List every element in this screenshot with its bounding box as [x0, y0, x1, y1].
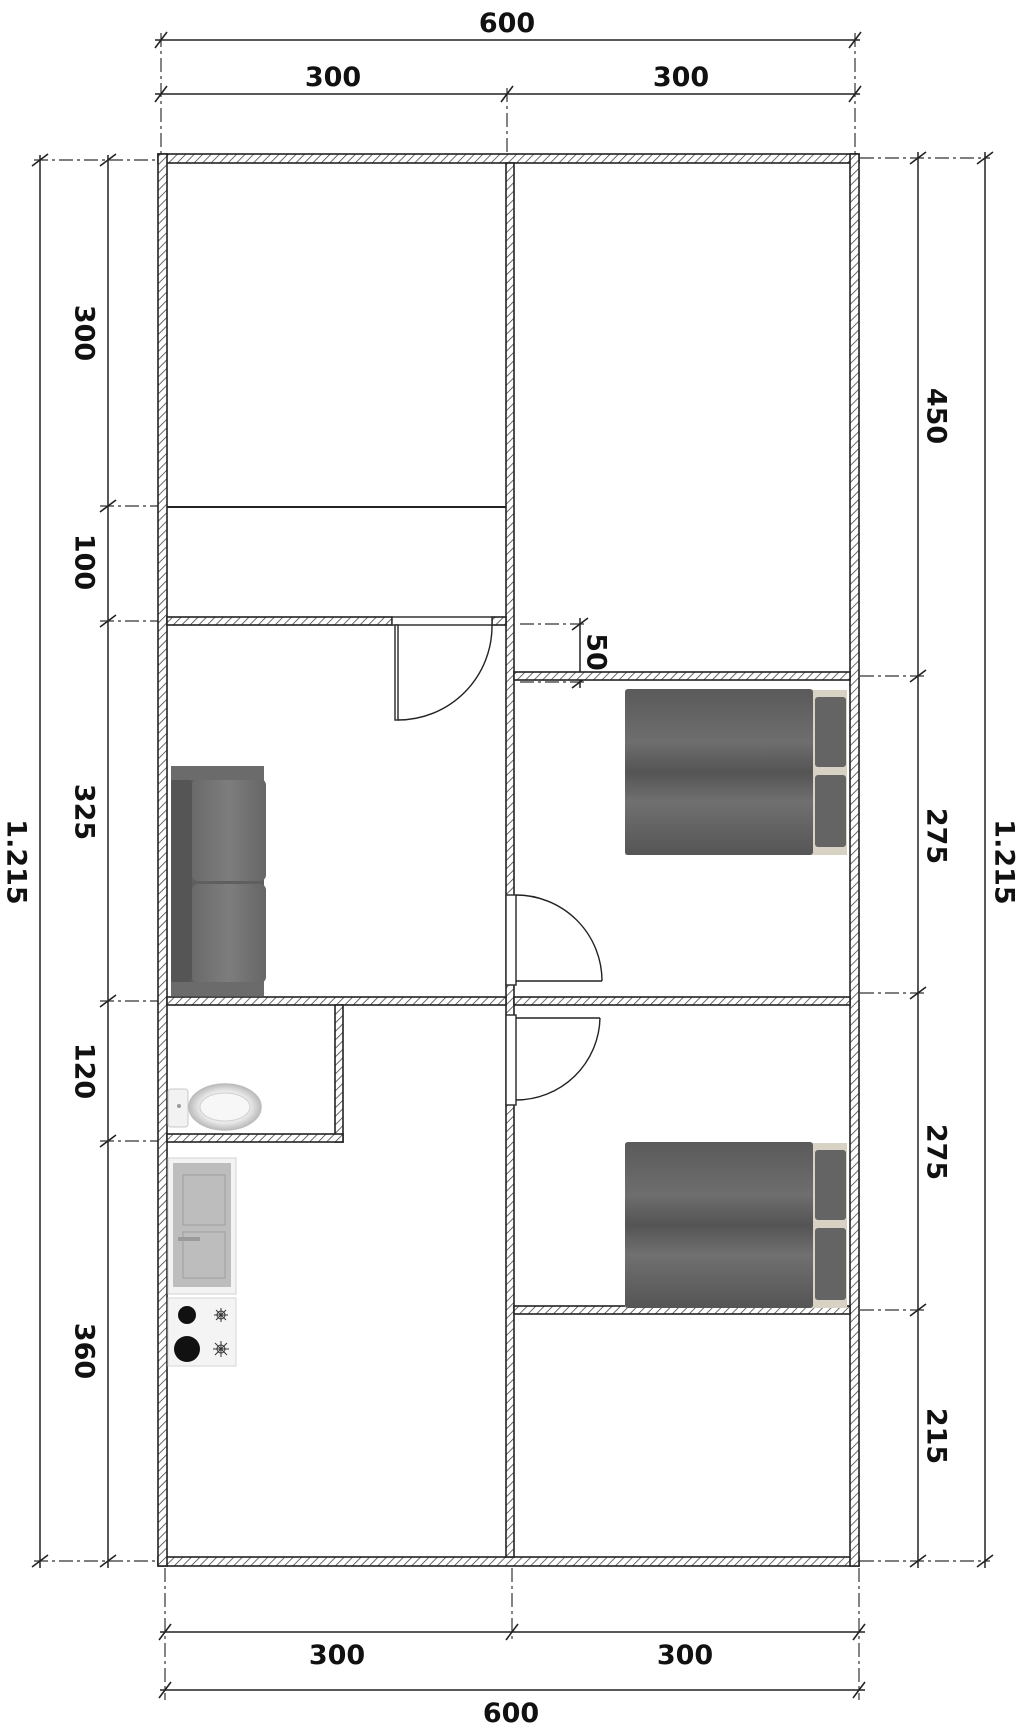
wall-left-h2 [166, 996, 507, 1006]
dim-top-total: 600 [479, 8, 535, 39]
bed-icon [625, 1142, 847, 1308]
door-leaf-1 [391, 616, 493, 626]
wall-left-h1 [166, 616, 393, 626]
walls [157, 153, 860, 1567]
wall-right-h2 [513, 996, 851, 1006]
dim-top-right: 300 [653, 62, 709, 93]
dim-left-325: 325 [69, 784, 100, 840]
wall-right-h1 [513, 671, 851, 681]
dim-right-275-a: 275 [921, 808, 952, 864]
dim-top-left: 300 [305, 62, 361, 93]
dim-right-215: 215 [921, 1408, 952, 1464]
dim-step-50: 50 [581, 633, 612, 671]
dim-right-total: 1.215 [989, 819, 1020, 904]
door-leaf-3 [505, 1014, 517, 1106]
wall-center [505, 162, 515, 1558]
dim-right-450: 450 [921, 388, 952, 444]
dim-left-120: 120 [69, 1043, 100, 1099]
wall-top [157, 153, 860, 164]
dim-left-100: 100 [69, 534, 100, 590]
door-icon [391, 616, 603, 1106]
bed-icon [625, 689, 847, 855]
wall-right [849, 153, 860, 1567]
dim-bottom-right: 300 [657, 1640, 713, 1671]
stove-icon [167, 1297, 237, 1367]
dim-bottom-total: 600 [483, 1698, 539, 1729]
toilet-icon [167, 1083, 262, 1131]
wall-left [157, 153, 168, 1567]
wall-bath-h [166, 1133, 344, 1143]
sink-icon [167, 1157, 237, 1295]
extension-lines [34, 33, 990, 1700]
wall-left-h1b [491, 616, 507, 626]
dim-left-total: 1.215 [1, 819, 32, 904]
dim-right-275-b: 275 [921, 1124, 952, 1180]
sofa-icon [171, 766, 266, 996]
door-leaf-2 [505, 894, 517, 986]
dim-left-360: 360 [69, 1323, 100, 1379]
wall-bath-v [334, 1004, 344, 1143]
dimension-labels: 600 300 300 300 300 600 1.215 1.215 300 … [1, 8, 1020, 1729]
wall-bottom [157, 1556, 860, 1567]
dim-bottom-left: 300 [309, 1640, 365, 1671]
dim-left-300: 300 [69, 305, 100, 361]
dimension-lines [31, 31, 994, 1699]
